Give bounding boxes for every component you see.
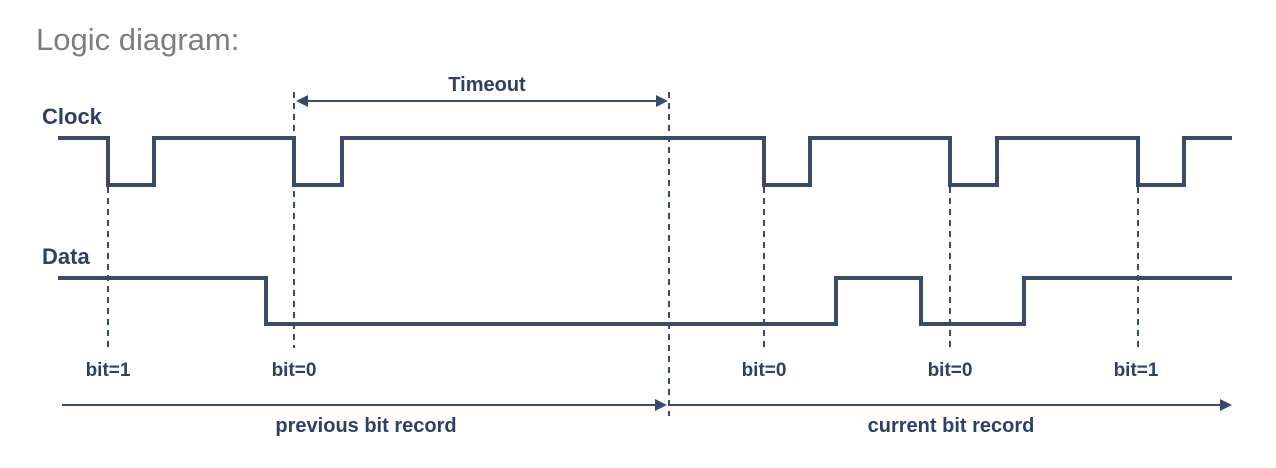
previous-record-arrow-head (655, 399, 667, 411)
timeout-arrow-left-head (296, 95, 308, 107)
current-record-arrow (670, 399, 1232, 411)
data-label: Data (42, 244, 90, 269)
clock-label: Clock (42, 104, 103, 129)
timeout-label: Timeout (448, 74, 526, 96)
bit-label: bit=1 (1114, 360, 1159, 381)
diagram-title: Logic diagram: (36, 22, 239, 57)
previous-record-label: previous bit record (275, 415, 456, 437)
current-record-label: current bit record (868, 415, 1035, 437)
timeout-arrow (296, 95, 668, 107)
timeout-arrow-right-head (656, 95, 668, 107)
bit-label: bit=0 (928, 360, 973, 381)
current-record-arrow-head (1220, 399, 1232, 411)
previous-record-arrow (62, 399, 667, 411)
clock-waveform (58, 136, 1232, 187)
bit-label: bit=1 (86, 360, 131, 381)
bit-label: bit=0 (742, 360, 787, 381)
data-waveform (58, 276, 1232, 326)
bit-label: bit=0 (272, 360, 317, 381)
